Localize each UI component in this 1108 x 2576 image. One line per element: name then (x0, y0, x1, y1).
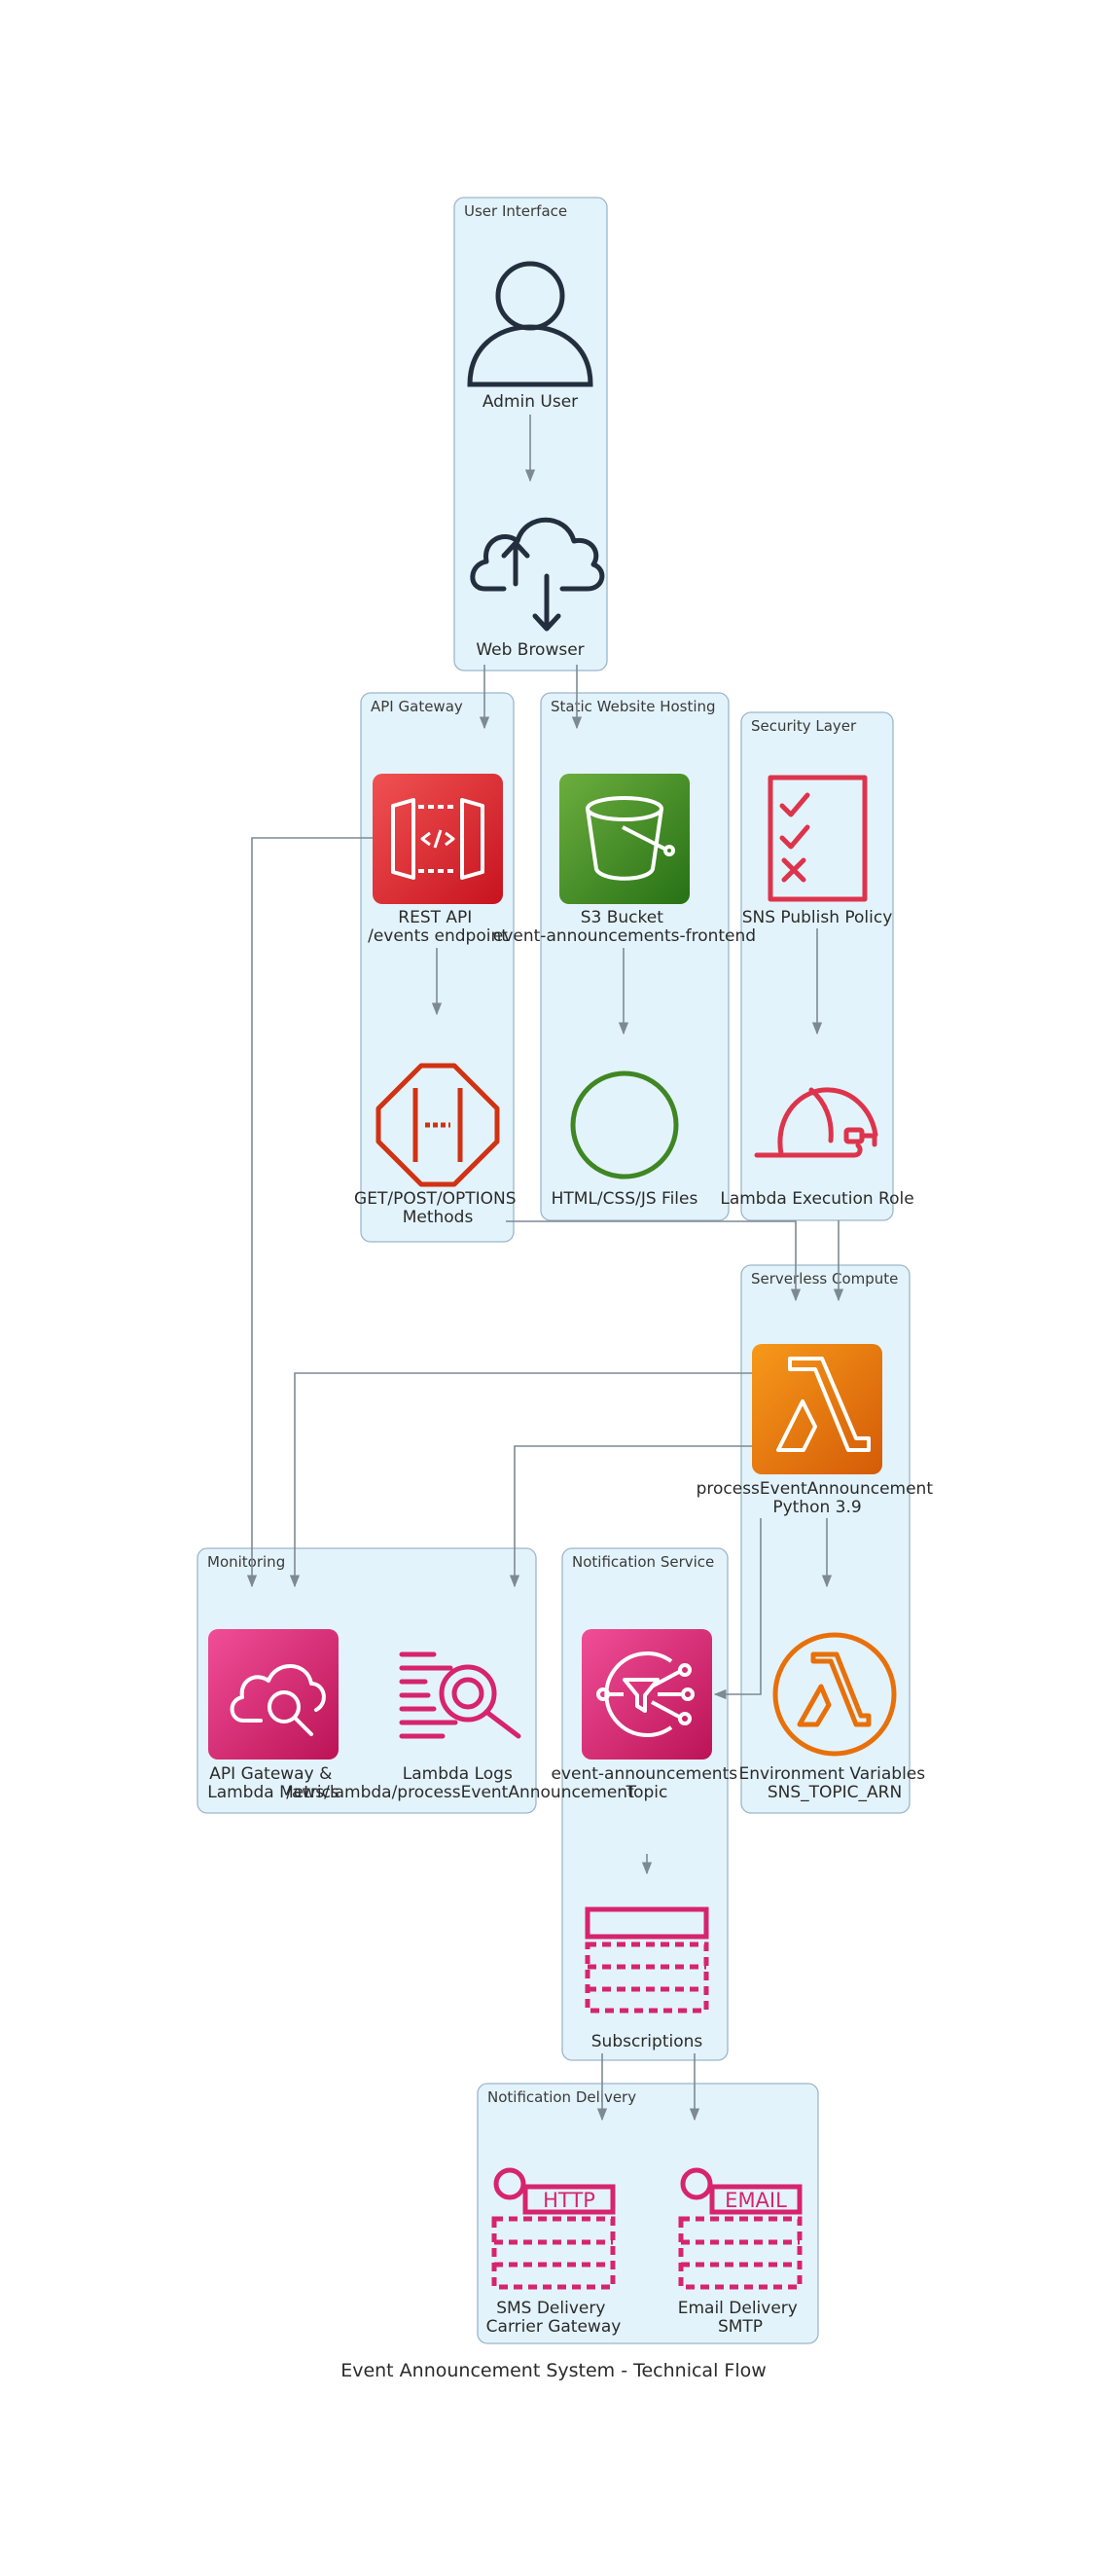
cluster-label: Notification Delivery (487, 2088, 636, 2106)
lambda-icon (752, 1344, 882, 1474)
node-metrics: API Gateway & Lambda Metrics (207, 1629, 340, 1802)
email-notification-icon: EMAIL (678, 2167, 803, 2290)
node-label: Lambda Logs /aws/lambda/processEventAnno… (286, 1764, 634, 1802)
lambda-function-icon (772, 1632, 897, 1757)
api-gateway-icon (373, 774, 503, 904)
iam-role-icon (754, 1087, 878, 1158)
cloud-upload-download-icon (470, 517, 605, 632)
node-sns-policy: SNS Publish Policy (742, 775, 893, 927)
sns-topic-icon (582, 1629, 712, 1760)
cloudwatch-icon (208, 1629, 339, 1760)
http-badge: HTTP (543, 2189, 595, 2212)
node-rest-api: REST API /events endpoint (368, 774, 508, 946)
node-email-delivery: EMAIL Email Delivery SMTP (678, 2167, 804, 2337)
node-web-browser: Web Browser (470, 517, 605, 660)
node-sns-topic: event-announcements Topic (552, 1629, 743, 1802)
node-label: event-announcements Topic (552, 1764, 743, 1802)
node-logs: Lambda Logs /aws/lambda/processEventAnno… (286, 1651, 634, 1802)
node-lambda-function: processEventAnnouncement Python 3.9 (697, 1344, 939, 1517)
cluster-label: Static Website Hosting (551, 698, 716, 715)
node-label: SNS Publish Policy (742, 908, 893, 927)
node-label: processEventAnnouncement Python 3.9 (697, 1479, 939, 1517)
node-subscriptions: Subscriptions (585, 1906, 709, 2051)
cloudwatch-logs-icon (399, 1651, 521, 1739)
node-label: Environment Variables SNS_TOPIC_ARN (738, 1764, 930, 1802)
cluster-label: Serverless Compute (751, 1270, 898, 1288)
edge-rest-api-to-metrics (246, 837, 373, 1588)
node-static-files: HTML/CSS/JS Files (552, 1070, 698, 1209)
edge-methods-to-lambda (506, 1220, 802, 1302)
cluster-notification-delivery: Notification Delivery (477, 2083, 819, 2344)
node-env-vars: Environment Variables SNS_TOPIC_ARN (738, 1632, 930, 1802)
node-label: S3 Bucket event-announcements-frontend (493, 908, 756, 946)
cluster-label: User Interface (464, 202, 567, 220)
node-methods: GET/POST/OPTIONS Methods (354, 1063, 521, 1227)
sns-subscriptions-icon (585, 1906, 709, 2014)
edge-lambda-to-logs (509, 1445, 752, 1588)
node-s3-bucket: S3 Bucket event-announcements-frontend (493, 774, 756, 946)
node-label: Subscriptions (591, 2032, 703, 2051)
node-label: REST API /events endpoint (368, 908, 508, 946)
user-icon (467, 261, 593, 387)
email-badge: EMAIL (725, 2189, 787, 2212)
cluster-label: Security Layer (751, 717, 857, 735)
node-sms-delivery: HTTP SMS Delivery Carrier Gateway (486, 2167, 622, 2337)
edge-lambda-to-sns (713, 1518, 762, 1700)
cluster-static-hosting: Static Website Hosting (540, 692, 730, 1221)
node-label: SMS Delivery Carrier Gateway (486, 2299, 622, 2337)
cluster-label: Monitoring (207, 1553, 285, 1571)
edges (246, 415, 844, 2122)
edge-lambda-to-metrics (289, 1372, 752, 1588)
cluster-notification-service: Notification Service (561, 1547, 729, 2061)
node-admin-user: Admin User (467, 261, 593, 412)
node-label: Lambda Execution Role (720, 1189, 913, 1209)
http-notification-icon: HTTP (491, 2167, 616, 2290)
cluster-label: Notification Service (572, 1553, 714, 1571)
node-label: Admin User (483, 392, 578, 412)
node-label: Email Delivery SMTP (678, 2299, 804, 2337)
diagram-title: Event Announcement System - Technical Fl… (340, 2360, 767, 2381)
node-label: HTML/CSS/JS Files (552, 1189, 698, 1209)
node-lambda-role: Lambda Execution Role (720, 1087, 914, 1209)
s3-object-icon (570, 1070, 679, 1179)
node-label: API Gateway & Lambda Metrics (207, 1764, 340, 1802)
api-endpoint-icon (375, 1063, 500, 1187)
s3-bucket-icon (559, 774, 690, 904)
node-label: GET/POST/OPTIONS Methods (354, 1189, 521, 1227)
cluster-label: API Gateway (371, 698, 463, 715)
node-label: Web Browser (476, 640, 584, 660)
policy-checklist-icon (768, 775, 868, 902)
